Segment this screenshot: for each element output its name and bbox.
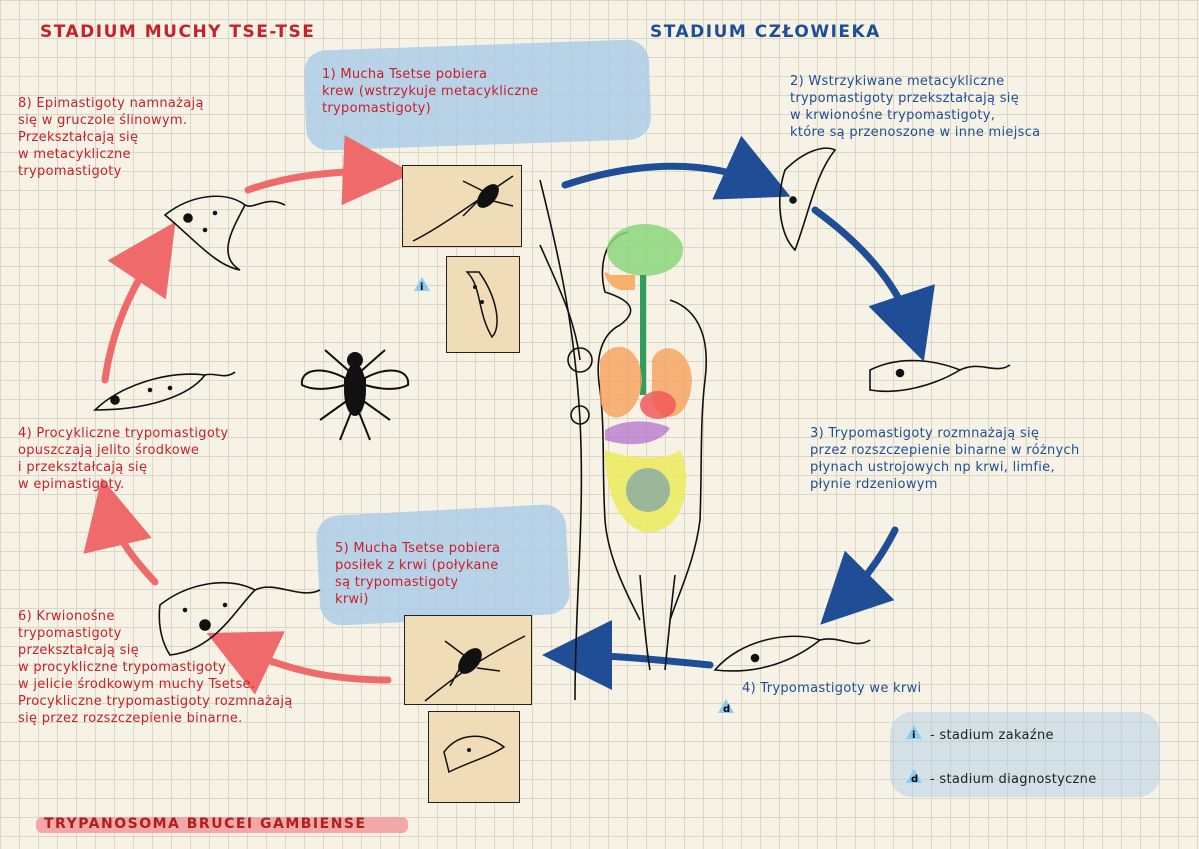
parasite-bloodstream-fly bbox=[158, 582, 321, 656]
parasite-metacyclic-human bbox=[779, 147, 837, 252]
human-body bbox=[539, 179, 708, 701]
arrow-1-to-2 bbox=[561, 135, 791, 200]
arrow-2-to-3 bbox=[811, 206, 935, 362]
parasite-card-top bbox=[446, 256, 520, 353]
diagnostic-stage-badge bbox=[718, 699, 734, 713]
parasite-trypomastigote-dividing bbox=[869, 359, 1011, 393]
legend-diagnostic-label: - stadium diagnostyczne bbox=[930, 772, 1097, 787]
fly-bite-card-bottom bbox=[404, 615, 532, 705]
step-5-text: 5) Mucha Tsetse pobiera posiłek z krwi (… bbox=[335, 541, 501, 607]
step-4-human-text: 4) Trypomastigoty we krwi bbox=[742, 681, 922, 696]
step-3-text: 3) Trypomastigoty rozmnażają się przez r… bbox=[810, 426, 1080, 492]
tsetse-fly bbox=[300, 349, 410, 441]
parasite-blood-trypomastigote bbox=[713, 635, 871, 672]
legend-diagnostic-letter: d bbox=[911, 774, 919, 785]
title-underline-highlight bbox=[36, 817, 408, 833]
fly-on-skin-icon bbox=[412, 175, 514, 242]
arrow-6-to-7 bbox=[83, 477, 159, 586]
diagnostic-badge-letter: d bbox=[723, 704, 731, 715]
fly-blood-meal-icon bbox=[424, 635, 526, 702]
arrow-4-to-5 bbox=[542, 620, 714, 691]
parasite-card-bottom bbox=[428, 711, 520, 803]
fly-bite-card-top bbox=[402, 165, 522, 247]
step-6-text: 6) Krwionośne trypomastigoty przekształc… bbox=[18, 609, 293, 726]
infective-badge-letter: i bbox=[420, 282, 424, 293]
legend-infective-label: - stadium zakaźne bbox=[930, 728, 1054, 743]
parasite-procyclic bbox=[93, 371, 236, 411]
human-stage-title: STADIUM CZŁOWIEKA bbox=[650, 22, 881, 42]
bloodstream-parasite-icon bbox=[443, 735, 506, 774]
step-2-text: 2) Wstrzykiwane metacykliczne trypomasti… bbox=[790, 74, 1041, 140]
organism-title: TRYPANOSOMA BRUCEI GAMBIENSE bbox=[44, 816, 367, 832]
infective-stage-badge bbox=[414, 277, 430, 291]
legend-diagnostic-icon bbox=[906, 769, 922, 783]
legend-infective-letter: i bbox=[912, 730, 916, 741]
arrow-3-to-4 bbox=[820, 526, 899, 625]
step-7-text: 4) Procykliczne trypomastigoty opuszczaj… bbox=[18, 426, 229, 492]
legend-infective-icon bbox=[906, 725, 922, 739]
step-8-text: 8) Epimastigoty namnażają się w gruczole… bbox=[18, 96, 204, 179]
parasite-epimastigote bbox=[163, 195, 286, 271]
metacyclic-parasite-icon bbox=[465, 271, 498, 339]
human-organs bbox=[600, 224, 692, 533]
arrow-8-to-1 bbox=[244, 135, 413, 206]
highlight-legend bbox=[890, 712, 1160, 797]
arrow-5-to-6 bbox=[206, 631, 392, 695]
step-1-text: 1) Mucha Tsetse pobiera krew (wstrzykuje… bbox=[322, 67, 539, 116]
arrow-7-to-8 bbox=[101, 221, 176, 384]
fly-stage-title: STADIUM MUCHY TSE-TSE bbox=[40, 22, 316, 42]
